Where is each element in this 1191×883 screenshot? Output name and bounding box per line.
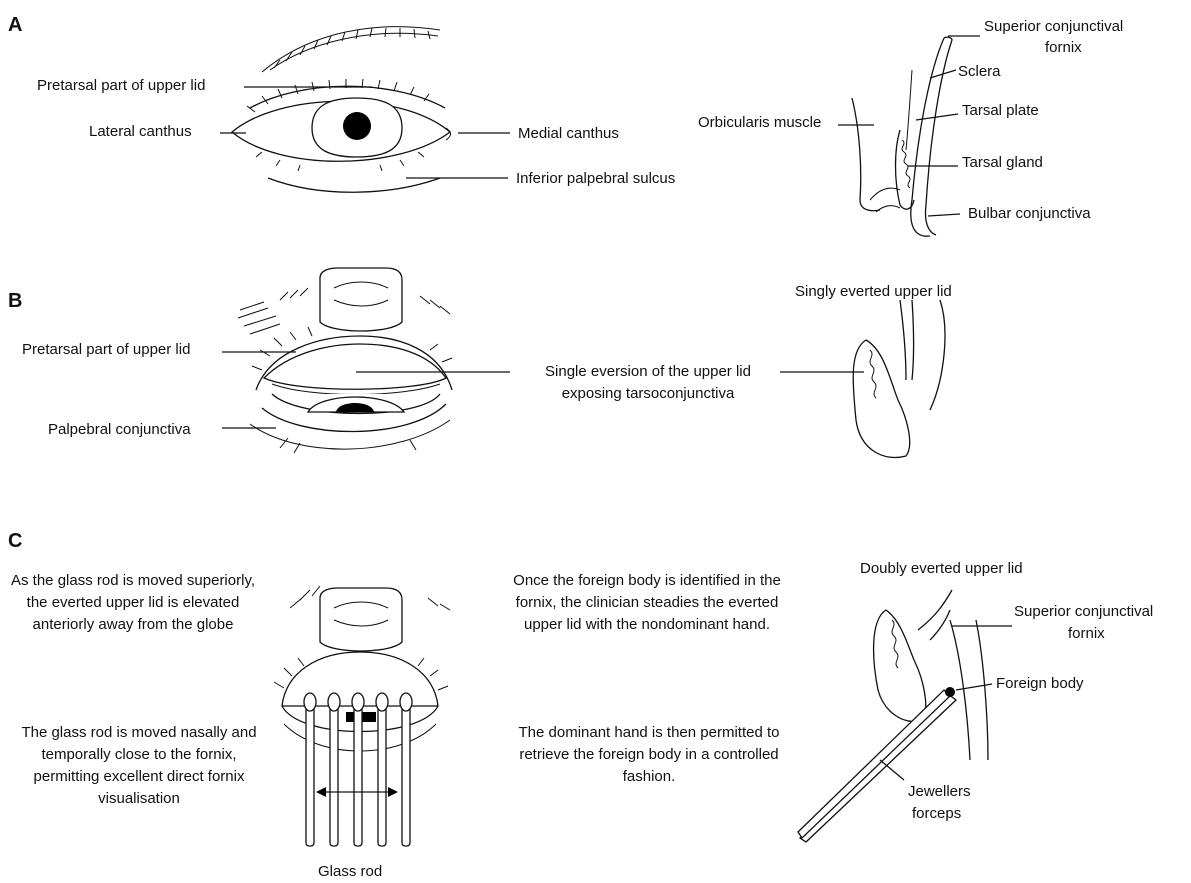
- panel-b-eye-drawing: [238, 268, 452, 453]
- label-glass-rod-superior: As the glass rod is moved superiorly, th…: [4, 570, 262, 636]
- label-pretarsal-b: Pretarsal part of upper lid: [22, 340, 190, 360]
- label-orbicularis: Orbicularis muscle: [698, 113, 821, 133]
- label-superior-fornix-a-1: Superior conjunctival: [984, 17, 1123, 37]
- label-superior-fornix-c-1: Superior conjunctival: [1014, 602, 1153, 622]
- panel-c-eye-drawing: [274, 586, 450, 846]
- panel-c-letter: C: [8, 530, 22, 553]
- label-inferior-sulcus: Inferior palpebral sulcus: [516, 169, 675, 189]
- label-glass-rod: Glass rod: [318, 862, 382, 882]
- label-glass-rod-nasal: The glass rod is moved nasally and tempo…: [8, 722, 270, 810]
- label-medial-canthus: Medial canthus: [518, 124, 619, 144]
- label-pretarsal-a: Pretarsal part of upper lid: [37, 76, 205, 96]
- label-lateral-canthus: Lateral canthus: [89, 122, 192, 142]
- panel-a-letter: A: [8, 14, 22, 37]
- label-tarsal-gland: Tarsal gland: [962, 153, 1043, 173]
- glass-rods: [304, 693, 412, 846]
- panel-a-cross-section-drawing: [852, 37, 952, 236]
- label-single-eversion-2: exposing tarsoconjunctiva: [516, 384, 780, 404]
- panel-a-eye-drawing: [232, 27, 451, 193]
- label-palpebral-conjunctiva: Palpebral conjunctiva: [48, 420, 191, 440]
- label-doubly-everted: Doubly everted upper lid: [860, 559, 1023, 579]
- label-foreign-body: Foreign body: [996, 674, 1084, 694]
- label-jewellers-2: forceps: [912, 804, 961, 824]
- panel-b-everted-lid-drawing: [853, 300, 945, 458]
- label-superior-fornix-a-2: fornix: [1045, 38, 1082, 58]
- label-single-eversion-1: Single eversion of the upper lid: [516, 362, 780, 382]
- panel-b-letter: B: [8, 290, 22, 313]
- label-dominant-hand: The dominant hand is then permitted to r…: [514, 722, 784, 788]
- label-singly-everted: Singly everted upper lid: [795, 282, 952, 302]
- label-jewellers-1: Jewellers: [908, 782, 971, 802]
- label-bulbar: Bulbar conjunctiva: [968, 204, 1091, 224]
- label-tarsal-plate: Tarsal plate: [962, 101, 1039, 121]
- label-sclera: Sclera: [958, 62, 1001, 82]
- label-superior-fornix-c-2: fornix: [1068, 624, 1105, 644]
- label-once-identified: Once the foreign body is identified in t…: [502, 570, 792, 636]
